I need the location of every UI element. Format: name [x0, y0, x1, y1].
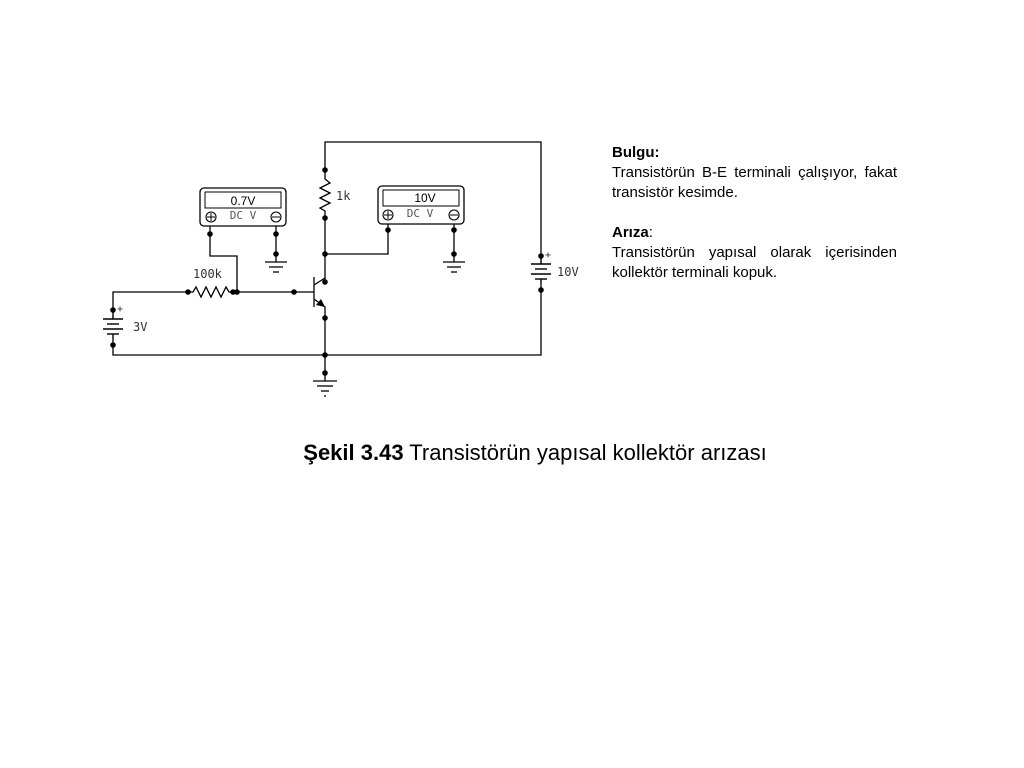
- resistor-100k-label: 100k: [193, 267, 223, 281]
- fault-text: Transistörün yapısal olarak içerisinden …: [612, 244, 897, 281]
- ground-symbol-meter-collector: [443, 261, 465, 273]
- voltmeter-collector: 10V DC V: [377, 185, 465, 225]
- meter-collector-reading: 10V: [414, 191, 435, 205]
- battery-3v-label: 3V: [133, 320, 147, 334]
- resistor-100k: [188, 285, 233, 299]
- transistor-collector-leg: [313, 277, 326, 286]
- finding-text: Transistörün B-E terminali çalışıyor, fa…: [612, 164, 897, 201]
- meter-base-minus-terminal: [270, 211, 282, 223]
- meter-collector-minus-terminal: [448, 209, 460, 221]
- wire-base-left: [112, 291, 188, 310]
- ground-symbol-main: [313, 380, 337, 397]
- battery-10v-label: 10V: [557, 265, 579, 279]
- wire-vcc-bottom: [325, 283, 542, 356]
- caption-text: Transistörün yapısal kollektör arızası: [403, 440, 767, 465]
- wire-meter-collector-plus: [325, 224, 389, 255]
- meter-base-plus-terminal: [205, 211, 217, 223]
- wire-vbb-bottom: [112, 338, 325, 356]
- caption-number: Şekil 3.43: [303, 440, 404, 465]
- transistor-emitter-arrow: [316, 299, 325, 307]
- fault-title: Arıza: [612, 224, 649, 241]
- ground-symbol-meter-base: [265, 261, 287, 273]
- battery-3v: [103, 310, 123, 338]
- wire-meter-base-plus: [209, 226, 238, 292]
- resistor-1k: [318, 170, 332, 218]
- transistor-emitter-leg: [313, 298, 326, 355]
- notes-panel: Bulgu: Transistörün B-E terminali çalışı…: [612, 143, 897, 283]
- meter-base-reading: 0.7V: [231, 194, 256, 208]
- resistor-1k-label: 1k: [336, 189, 351, 203]
- wire-vcc-top: [324, 141, 542, 256]
- battery-10v: [531, 256, 551, 283]
- battery-3v-plus-sign: +: [117, 304, 123, 315]
- finding-title: Bulgu:: [612, 144, 660, 161]
- battery-10v-plus-sign: +: [545, 250, 551, 261]
- figure-caption: Şekil 3.43 Transistörün yapısal kollektö…: [0, 438, 1024, 468]
- meter-collector-mode: DC V: [407, 207, 434, 220]
- voltmeter-base: 0.7V DC V: [199, 187, 287, 227]
- junction-dots: [110, 167, 544, 376]
- meter-base-mode: DC V: [230, 209, 257, 222]
- fault-colon: :: [648, 224, 653, 241]
- meter-collector-plus-terminal: [382, 209, 394, 221]
